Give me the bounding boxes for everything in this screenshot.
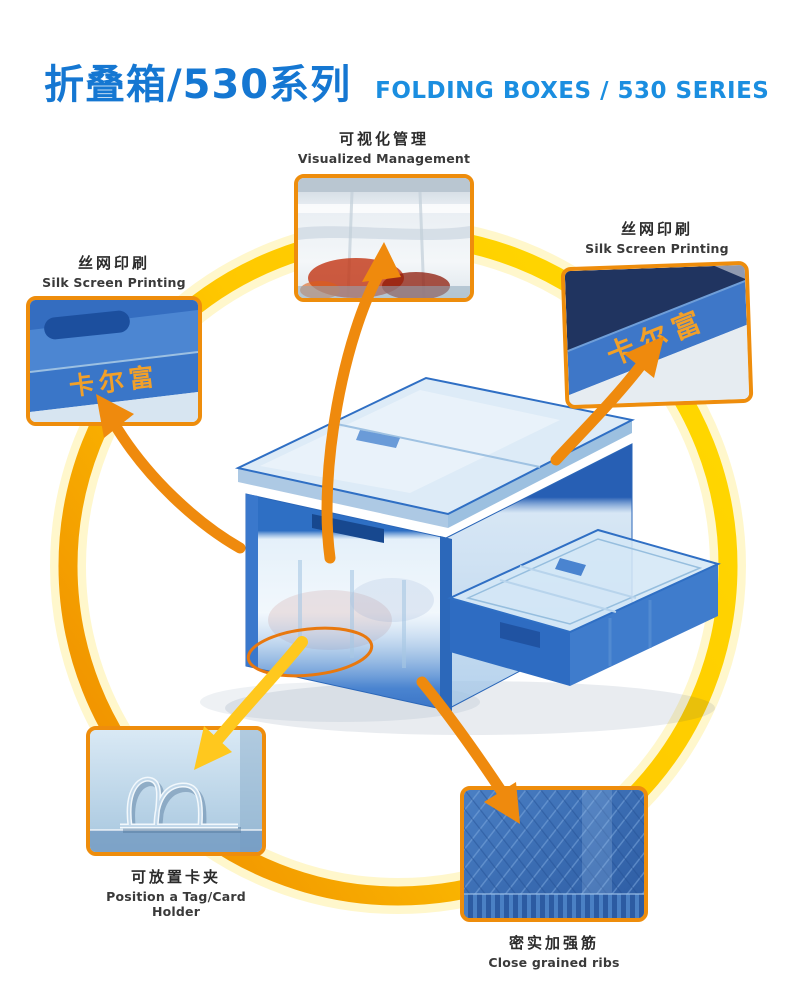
callout-label-en: Close grained ribs [488,955,620,970]
folded-box [447,528,721,686]
page-header: 折叠箱/530系列 FOLDING BOXES / 530 SERIES [44,52,769,110]
callout-label-cn: 丝网印刷 [77,254,150,272]
silk-screen-right-image: 卡尔富 [564,264,750,406]
product-photo [200,376,721,735]
callout-label-cn: 可放置卡夹 [130,868,221,886]
visualized-management-photo [294,174,474,302]
callout-label-en: Position a Tag/Card Holder [106,889,246,919]
callout-visualized-management: 可视化管理 Visualized Management [294,128,474,302]
callout-close-grained-ribs: 密实加强筋 Close grained ribs [460,786,648,970]
silk-screen-left-photo: 卡尔富 [26,296,202,426]
callout-label-cn: 丝网印刷 [620,220,693,238]
close-grained-ribs-photo [460,786,648,922]
callout-silk-screen-left: 丝网印刷 Silk Screen Printing 卡尔富 [26,252,202,426]
callout-label-en: Silk Screen Printing [42,275,186,290]
tag-card-holder-photo [86,726,266,856]
callout-label-en: Visualized Management [297,151,471,166]
tag-card-holder-image [90,730,262,852]
callout-label-en: Silk Screen Printing [585,241,729,256]
callout-label-cn: 可视化管理 [338,130,429,148]
callout-label-cn: 密实加强筋 [508,934,599,952]
close-grained-ribs-image [464,790,644,918]
page-subtitle: FOLDING BOXES / 530 SERIES [375,78,770,104]
page-title: 折叠箱/530系列 [44,62,352,108]
silk-screen-left-image: 卡尔富 [30,300,198,422]
visualized-management-image [298,178,470,298]
callout-silk-screen-right: 丝网印刷 Silk Screen Printing 卡尔富 [560,218,754,410]
silk-screen-right-photo: 卡尔富 [560,260,754,410]
callout-tag-card-holder: 可放置卡夹 Position a Tag/Card Holder [86,726,266,919]
